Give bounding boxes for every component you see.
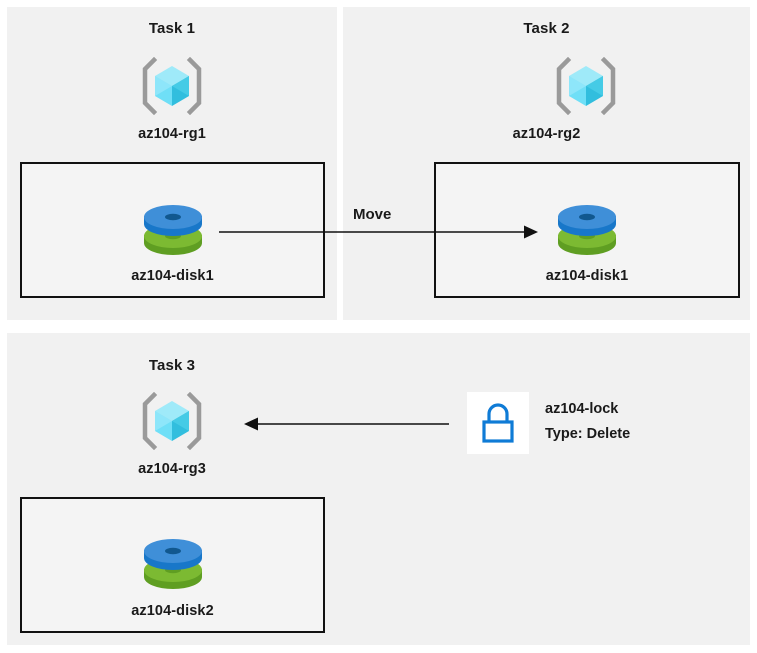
task-3-resource-group-label: az104-rg3	[138, 461, 206, 477]
azure-resource-group-icon	[555, 56, 617, 116]
task-2-resource-label: az104-disk1	[545, 268, 629, 284]
task-3-resource-label: az104-disk2	[131, 603, 214, 619]
task-2-title: Task 2	[523, 20, 570, 37]
azure-disk-icon	[141, 533, 205, 591]
task-1-resource-group-label: az104-rg1	[138, 126, 206, 142]
azure-disk-icon	[555, 199, 619, 257]
lock-name-label: az104-lock	[545, 401, 619, 417]
azure-disk-icon	[141, 199, 205, 257]
task-1-resource-label: az104-disk1	[131, 268, 214, 284]
lock-icon	[467, 392, 529, 454]
move-connector-label: Move	[353, 206, 392, 223]
lock-arrow	[244, 417, 449, 431]
azure-resource-group-icon	[141, 391, 203, 451]
azure-resource-group-icon	[141, 56, 203, 116]
task-3-title: Task 3	[148, 357, 196, 374]
lock-type-label: Type: Delete	[545, 426, 631, 442]
task-1-title: Task 1	[148, 20, 196, 37]
move-arrow	[219, 225, 538, 239]
task-2-resource-group-label: az104-rg2	[512, 126, 581, 142]
